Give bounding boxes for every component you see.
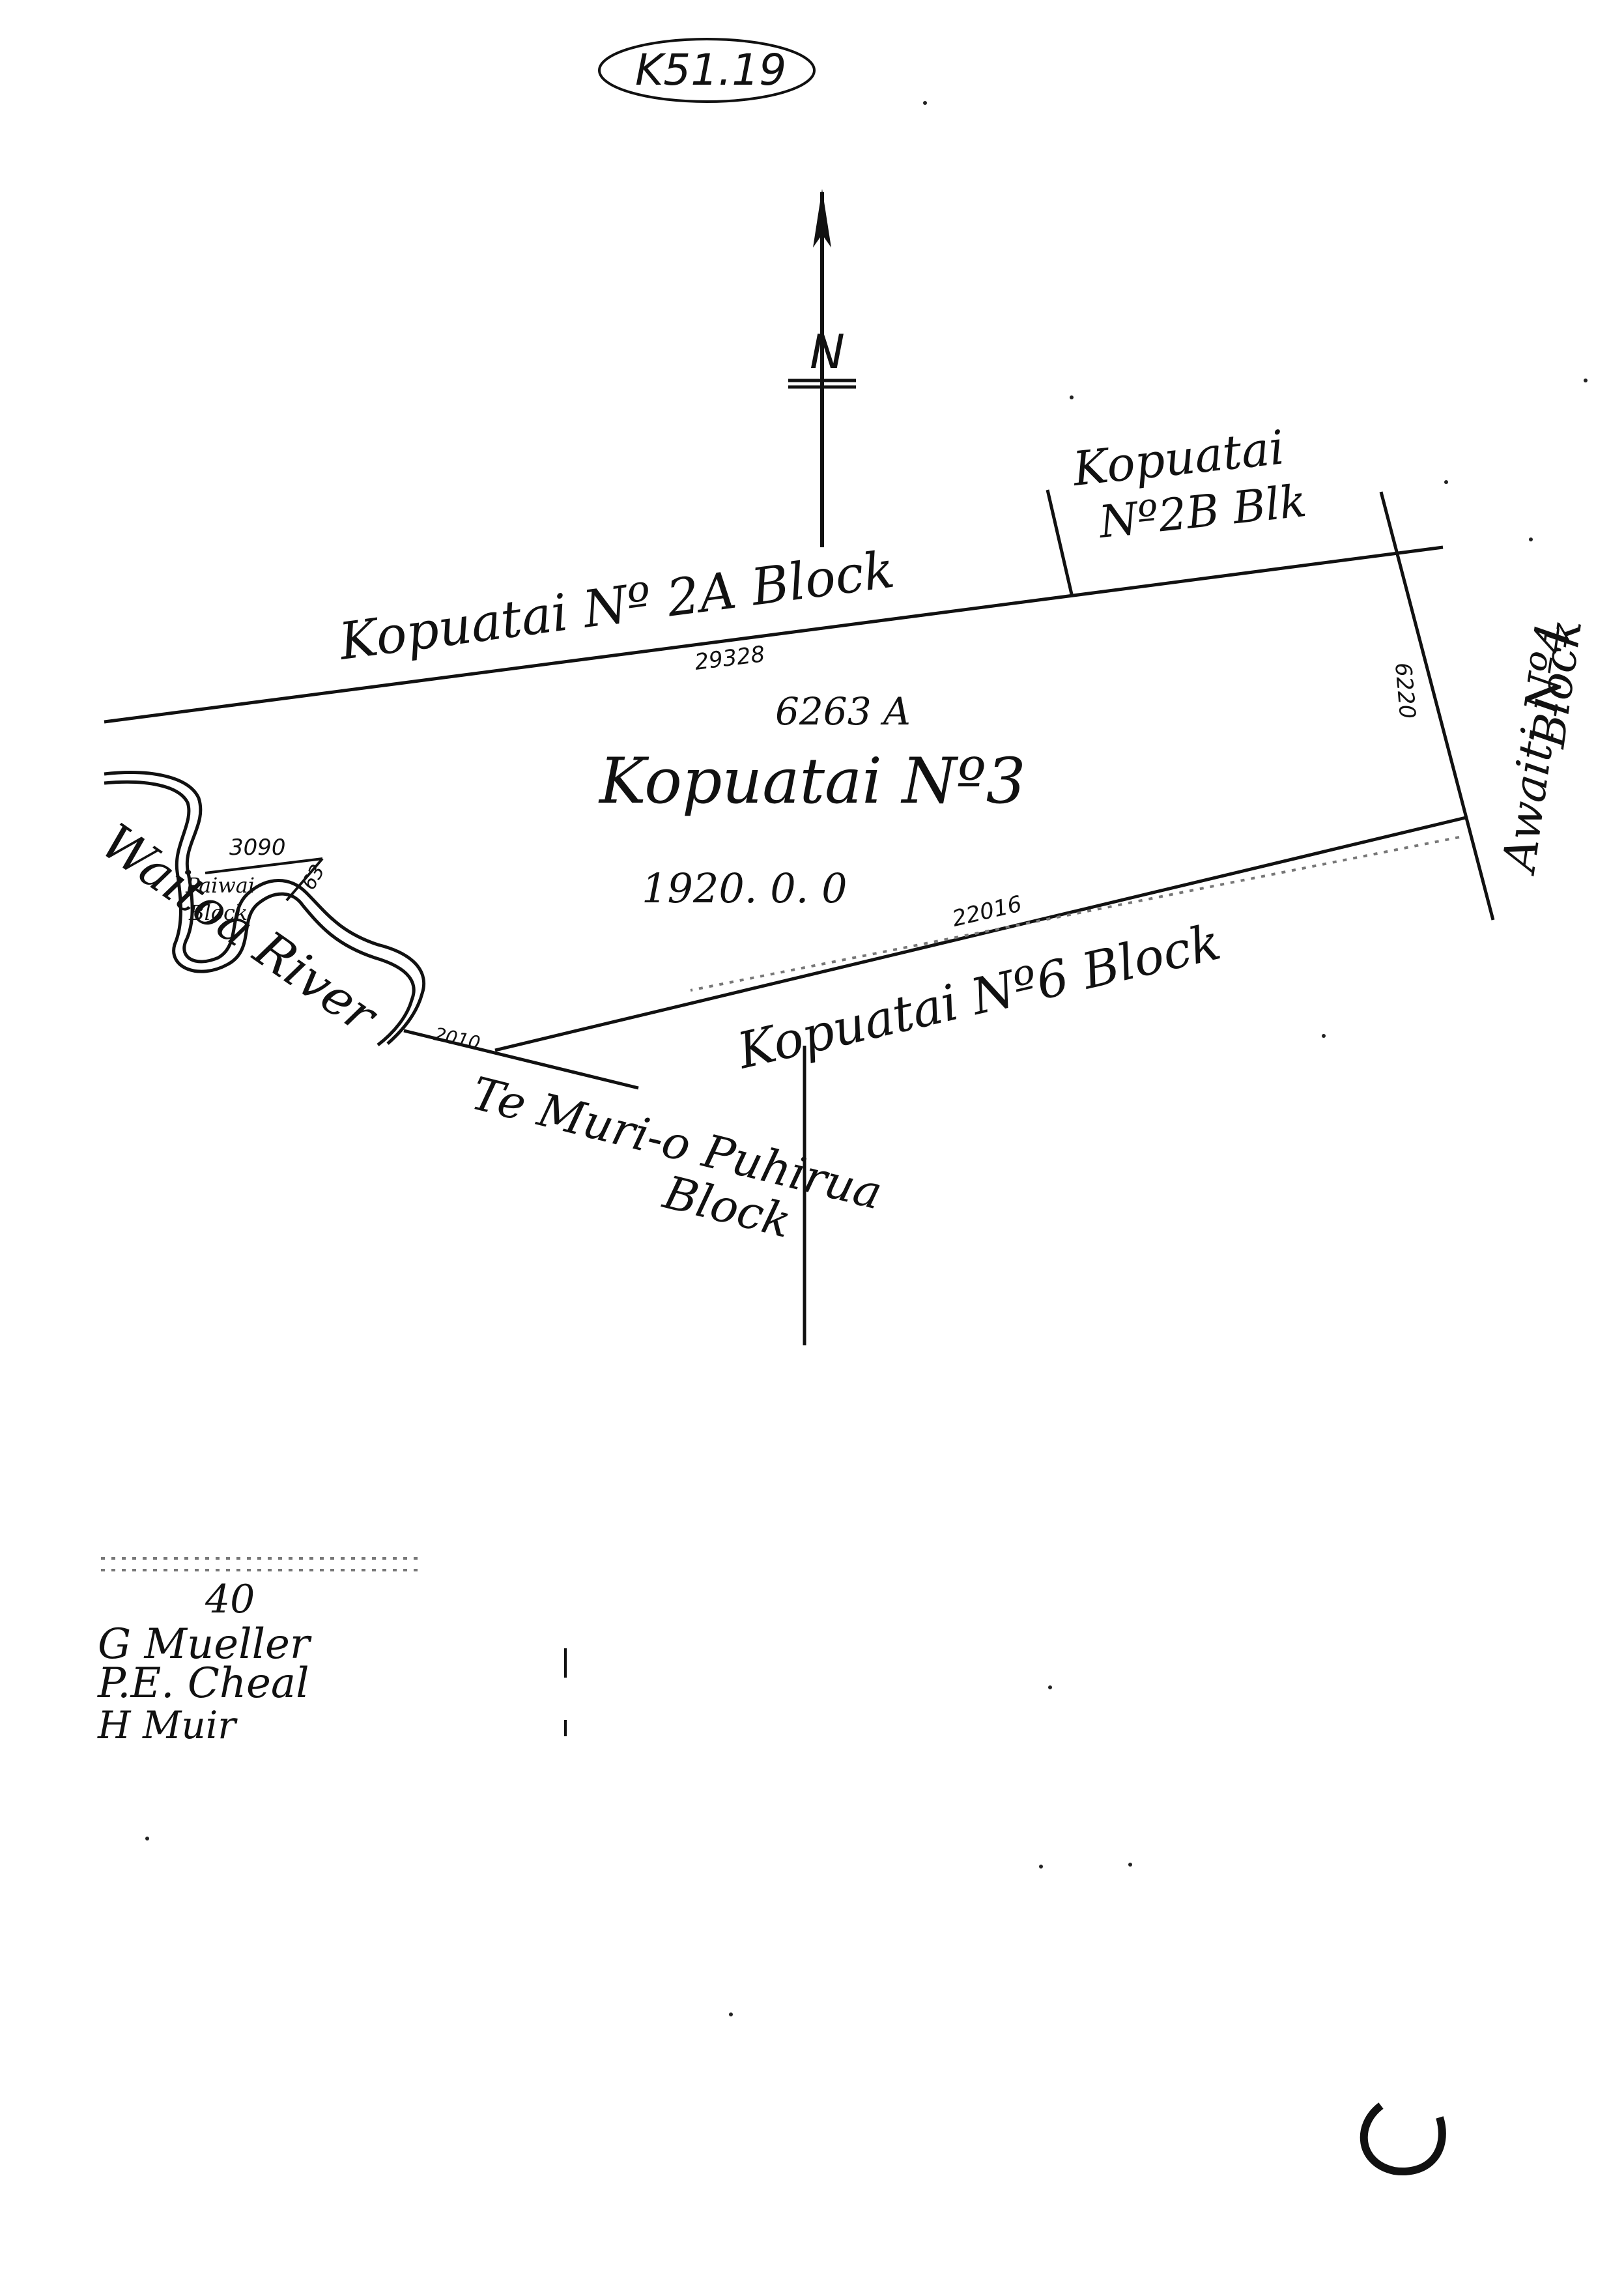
main-parcel-name: Kopuatai Nº3 bbox=[598, 745, 1026, 818]
small-block-label-2: Block bbox=[188, 900, 248, 925]
footer-name-2: P.E. Cheal bbox=[97, 1659, 309, 1708]
main-parcel-old-area: 1920. 0. 0 bbox=[642, 865, 848, 912]
small-block-label-1: Paiwai bbox=[185, 873, 255, 898]
distance-small-top: 3090 bbox=[229, 835, 286, 861]
north-arrow-icon: N bbox=[788, 189, 856, 547]
footer-signatures: 40 G Mueller P.E. Cheal H Muir bbox=[97, 1557, 567, 1747]
sheet-ref-circle bbox=[598, 38, 816, 103]
distance-sw: 2010 bbox=[433, 1024, 483, 1054]
main-parcel-area: 6263 A bbox=[775, 689, 911, 734]
sheet-ref: K51.19 bbox=[635, 45, 786, 95]
river-icon bbox=[104, 771, 426, 1046]
south-block-label: Kopuatai Nº6 Block bbox=[731, 913, 1226, 1080]
footer-scale: 40 bbox=[205, 1577, 255, 1622]
distance-east: 6220 bbox=[1389, 661, 1420, 720]
scan-specks bbox=[145, 101, 1588, 2016]
footer-name-3: H Muir bbox=[97, 1703, 238, 1747]
paiwai-block-boundary bbox=[205, 857, 324, 902]
footer-name-1: G Mueller bbox=[98, 1620, 312, 1668]
north-letter: N bbox=[810, 324, 845, 379]
north-block-label: Kopuatai Nº 2A Block bbox=[335, 541, 898, 672]
binder-hole-icon bbox=[1360, 2102, 1446, 2176]
distance-north: 29328 bbox=[693, 641, 766, 676]
parcel-boundaries bbox=[104, 489, 1495, 1345]
